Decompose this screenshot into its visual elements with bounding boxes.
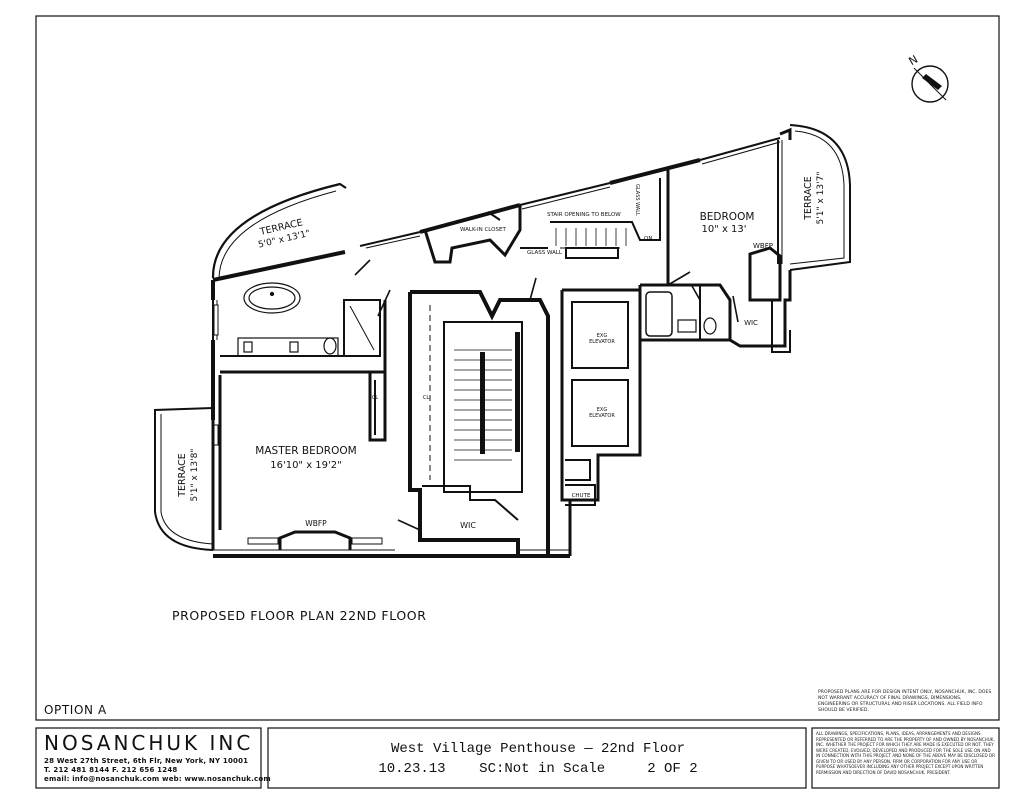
- terrace-w-size: 5'1" x 13'8": [190, 449, 200, 502]
- elevator-2-line-1: EXG: [597, 407, 608, 413]
- terrace-w-label: TERRACE: [177, 453, 188, 498]
- plan-title: PROPOSED FLOOR PLAN 22ND FLOOR: [172, 608, 427, 623]
- master-bedroom-label: MASTER BEDROOM: [255, 445, 356, 457]
- firm-phone: T. 212 481 8144 F. 212 656 1248: [44, 766, 178, 774]
- glass-wall-label: GLASS WALL: [527, 250, 563, 256]
- on-label: ON: [644, 236, 652, 242]
- firm-box: [35, 727, 262, 789]
- terrace-e-label: TERRACE: [803, 176, 814, 221]
- room-labels: MASTER BEDROOM 16'10" x 19'2" BEDROOM 10…: [177, 172, 826, 530]
- elevator-2-line-2: ELEVATOR: [589, 413, 615, 419]
- closet-label-2: CL: [423, 395, 429, 401]
- copyright-box: [811, 727, 1000, 789]
- terraces: [154, 124, 851, 551]
- firm-address: 28 West 27th Street, 6th Flr, New York, …: [44, 757, 249, 765]
- glass-wall-vertical-label: GLASS WALL: [634, 184, 640, 216]
- elevator-1-line-2: ELEVATOR: [589, 339, 615, 345]
- project-box: [267, 727, 807, 789]
- north-arrow-icon: [911, 65, 949, 103]
- terrace-e-size: 5'1" x 13'7": [816, 172, 826, 225]
- wbfp-master-label: WBFP: [305, 519, 327, 528]
- drawing-border: [35, 15, 1000, 721]
- project-title: West Village Penthouse — 22nd Floor: [390, 741, 686, 757]
- disclaimer-text: PROPOSED PLANS ARE FOR DESIGN INTENT ONL…: [818, 690, 992, 714]
- master-bedroom-size: 16'10" x 19'2": [270, 460, 342, 471]
- sheet-number: 2 OF 2: [647, 761, 698, 777]
- chute-label: CHUTE: [572, 493, 591, 499]
- firm-contact: email: info@nosanchuk.com web: www.nosan…: [44, 775, 271, 783]
- project-date: 10.23.13: [378, 761, 446, 777]
- bedroom-size: 10" x 13': [701, 224, 746, 235]
- fixtures: [237, 282, 717, 435]
- firm-name: NOSANCHUK INC: [44, 731, 254, 755]
- bedroom-label: BEDROOM: [700, 211, 755, 223]
- north-label: N: [907, 53, 921, 68]
- door-swings: [354, 259, 739, 531]
- copyright-text: ALL DRAWINGS, SPECIFICATIONS, PLANS, IDE…: [816, 731, 995, 775]
- stair-stringers: [480, 332, 520, 454]
- walk-in-closet-label: WALK-IN CLOSET: [460, 227, 506, 233]
- wic-bedroom-label: WIC: [744, 319, 758, 327]
- wbfp-bedroom-label: WBFP: [753, 242, 773, 250]
- elevator-1-line-1: EXG: [597, 333, 608, 339]
- windows: [213, 304, 383, 545]
- stair-opening-label: STAIR OPENING TO BELOW: [547, 212, 621, 218]
- exterior-walls: [211, 127, 792, 558]
- project-meta: 10.23.13 SC:Not in Scale 2 OF 2: [270, 761, 806, 777]
- wic-master-label: WIC: [460, 521, 476, 530]
- closet-label-1: CL: [372, 395, 378, 401]
- project-scale: SC:Not in Scale: [479, 761, 606, 777]
- option-label: OPTION A: [44, 703, 107, 717]
